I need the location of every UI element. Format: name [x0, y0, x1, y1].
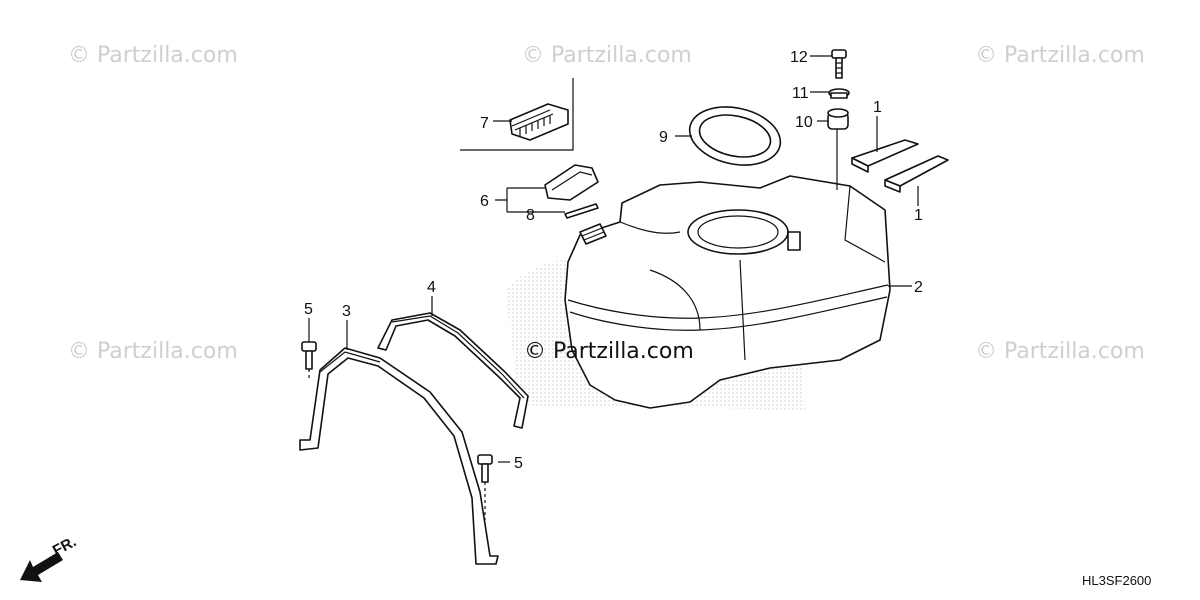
- watermark-mid-right: © Partzilla.com: [975, 339, 1145, 364]
- bolt-12-part[interactable]: [831, 49, 847, 79]
- callout-1-upper: 1: [873, 99, 882, 116]
- band-part-3[interactable]: [299, 347, 499, 565]
- callout-11: 11: [792, 85, 809, 102]
- callout-3: 3: [342, 303, 351, 320]
- callout-10: 10: [795, 114, 813, 131]
- callout-7: 7: [480, 115, 489, 132]
- callout-4: 4: [427, 279, 436, 296]
- callout-2: 2: [914, 279, 923, 296]
- leader-lines: [308, 55, 919, 520]
- pad-part-upper[interactable]: [851, 139, 919, 173]
- watermark-center: © Partzilla.com: [524, 339, 694, 364]
- watermark-top-center: © Partzilla.com: [522, 43, 692, 68]
- fuel-pump-ring-part[interactable]: [684, 99, 786, 173]
- front-direction-arrow-icon: [20, 552, 63, 582]
- watermark-top-left: © Partzilla.com: [68, 43, 238, 68]
- cap-assembly-part[interactable]: [544, 164, 599, 201]
- bolt-5-upper-part[interactable]: [301, 341, 317, 370]
- callout-5-lower: 5: [514, 455, 523, 472]
- callout-12: 12: [790, 49, 808, 66]
- fuel-tank-part[interactable]: [564, 175, 891, 409]
- watermark-top-right: © Partzilla.com: [975, 43, 1145, 68]
- diagram-code: HL3SF2600: [1082, 573, 1151, 588]
- callout-9: 9: [659, 129, 668, 146]
- callout-6: 6: [480, 193, 489, 210]
- washer-11-part[interactable]: [828, 88, 850, 99]
- pad-part-lower[interactable]: [884, 155, 949, 193]
- callout-5-upper: 5: [304, 301, 313, 318]
- filler-cap-detail[interactable]: [460, 78, 574, 151]
- rubber-10-part[interactable]: [827, 108, 849, 130]
- band-part-4[interactable]: [377, 312, 529, 429]
- watermark-mid-left: © Partzilla.com: [68, 339, 238, 364]
- callout-1-lower: 1: [914, 207, 923, 224]
- bolt-5-lower-part[interactable]: [477, 454, 493, 483]
- callout-8: 8: [526, 207, 535, 224]
- o-ring-part[interactable]: [564, 203, 599, 219]
